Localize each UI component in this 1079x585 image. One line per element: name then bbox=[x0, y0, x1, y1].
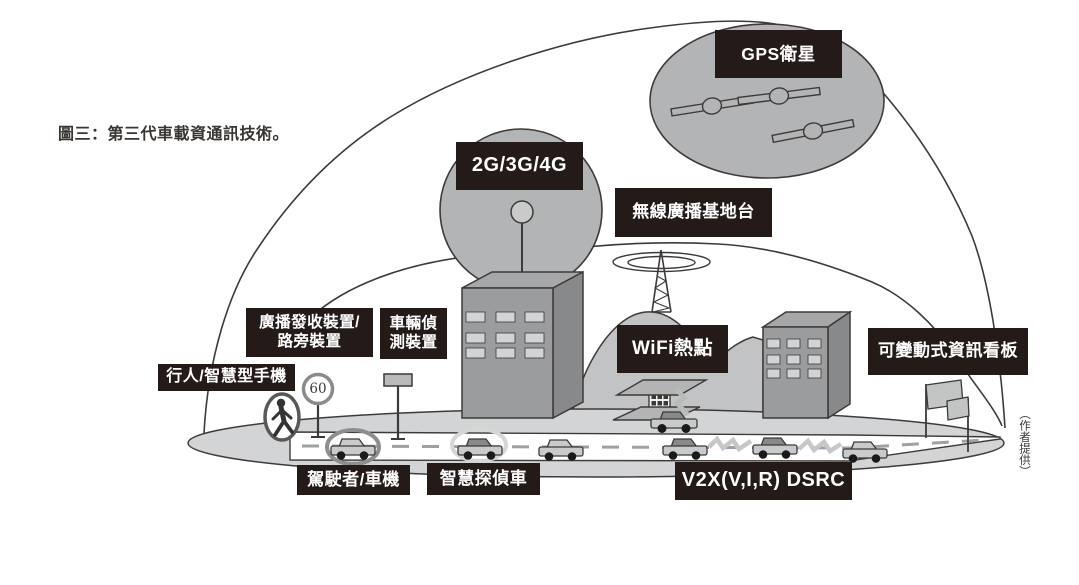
car-icon bbox=[538, 439, 584, 461]
speed-limit-value: 60 bbox=[309, 381, 327, 397]
car-highlight-ring bbox=[325, 428, 381, 466]
flag-sign bbox=[946, 396, 970, 452]
car-highlight-ring bbox=[450, 427, 508, 463]
speed-limit-sign bbox=[301, 372, 335, 438]
car-icon bbox=[752, 437, 798, 459]
label-gps-satellite: GPS衛星 bbox=[715, 30, 842, 78]
label-wifi-hotspot: WiFi熱點 bbox=[617, 325, 728, 373]
outer-coverage-arc bbox=[203, 20, 1006, 434]
office-building bbox=[461, 270, 584, 420]
label-cellular: 2G/3G/4G bbox=[456, 142, 583, 190]
pedestrian-icon bbox=[263, 392, 301, 442]
label-roadside-unit: 廣播發收裝置/ 路旁裝置 bbox=[246, 308, 373, 357]
author-credit: （作者提供） bbox=[1018, 408, 1030, 477]
v2v-signal-icon bbox=[797, 437, 843, 455]
radio-wave-ellipse bbox=[627, 255, 696, 270]
car-icon bbox=[662, 438, 708, 460]
office-building-right bbox=[760, 310, 853, 420]
label-vehicle-detector: 車輛偵 測裝置 bbox=[380, 308, 447, 359]
label-smart-probe-car: 智慧探偵車 bbox=[427, 463, 540, 495]
satellite-icon bbox=[737, 86, 821, 106]
cellular-antenna-icon bbox=[510, 200, 534, 274]
figure-caption: 圖三：第三代車載資通訊技術。 bbox=[58, 126, 290, 143]
car-icon bbox=[842, 441, 888, 463]
wifi-canopy bbox=[614, 379, 709, 396]
car-icon bbox=[330, 438, 376, 460]
detector-sign bbox=[383, 373, 413, 440]
car-icon bbox=[650, 411, 698, 433]
label-variable-message-sign: 可變動式資訊看板 bbox=[868, 328, 1028, 375]
label-v2x-dsrc: V2X(V,I,R) DSRC bbox=[675, 462, 852, 500]
satellite-icon bbox=[771, 118, 855, 144]
v2v-signal-icon bbox=[707, 435, 753, 453]
label-driver-obu: 駕駛者/車機 bbox=[297, 465, 410, 495]
label-broadcast-station: 無線廣播基地台 bbox=[615, 188, 772, 237]
label-pedestrian-smartphone: 行人/智慧型手機 bbox=[158, 364, 295, 391]
car-icon bbox=[457, 438, 503, 460]
radio-wave-ellipse bbox=[612, 251, 711, 273]
broadcast-tower-icon bbox=[651, 249, 672, 313]
